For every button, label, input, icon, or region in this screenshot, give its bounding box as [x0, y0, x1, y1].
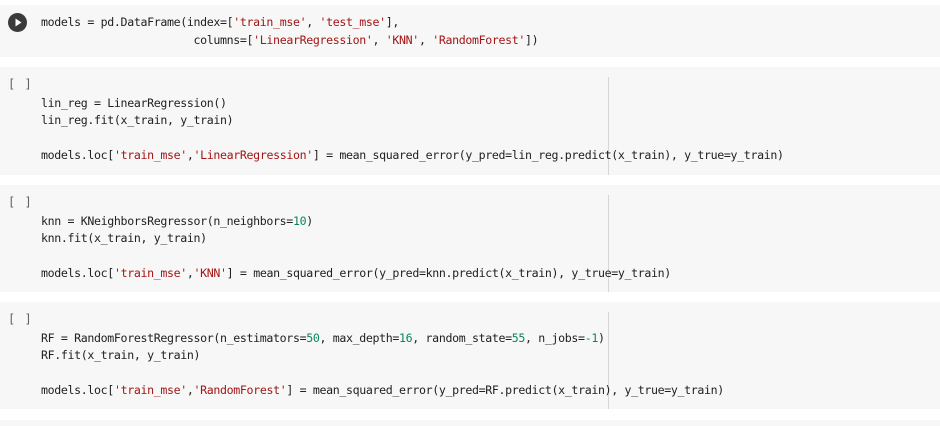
number-literal: 10 [292, 213, 307, 228]
code-line: models.loc['train_mse','LinearRegression… [41, 147, 784, 165]
code-editor[interactable]: knn = KNeighborsRegressor(n_neighbors=10… [41, 195, 671, 283]
number-literal: 55 [511, 330, 526, 345]
code-line: RF.fit(x_train, y_train) [41, 347, 724, 365]
string-literal: 'train_mse' [113, 383, 187, 397]
code-line: columns=['LinearRegression', 'KNN', 'Ran… [41, 32, 538, 50]
code-editor[interactable]: models = pd.DataFrame(index=['train_mse'… [41, 14, 539, 50]
code-token: ) [306, 213, 313, 228]
string-literal: 'test_mse' [319, 15, 386, 29]
code-cell-5-partial[interactable] [0, 420, 940, 426]
code-token: , [186, 266, 194, 280]
string-literal: 'RandomForest' [193, 383, 287, 397]
code-line: models = pd.DataFrame(index=['train_mse'… [41, 14, 538, 32]
code-editor[interactable]: RF = RandomForestRegressor(n_estimators=… [41, 312, 724, 400]
code-token: ) [597, 330, 605, 345]
code-cell-3[interactable]: [ ] knn = KNeighborsRegressor(n_neighbor… [0, 185, 940, 292]
number-literal: -1 [584, 330, 599, 345]
code-token: , [186, 383, 194, 397]
code-token: models.loc[ [41, 148, 114, 162]
string-literal: 'train_mse' [113, 148, 187, 162]
code-token: ] = mean_squared_error(y_pred=knn.predic… [226, 266, 672, 280]
code-line [41, 77, 784, 95]
string-literal: 'train_mse' [113, 266, 187, 280]
code-line: lin_reg = LinearRegression() [41, 95, 784, 113]
code-cell-1[interactable]: models = pd.DataFrame(index=['train_mse'… [0, 5, 940, 57]
code-line [41, 248, 671, 266]
code-line: knn = KNeighborsRegressor(n_neighbors=10… [41, 213, 671, 231]
number-literal: 50 [306, 330, 320, 345]
string-literal: 'RandomForest' [432, 32, 526, 47]
code-line [41, 312, 724, 330]
code-token: , random_state= [412, 330, 512, 345]
code-line: models.loc['train_mse','RandomForest'] =… [41, 382, 724, 400]
string-literal: 'KNN' [385, 32, 420, 47]
code-token: knn.fit(x_train, y_train) [41, 231, 207, 245]
code-token: ] = mean_squared_error(y_pred=lin_reg.pr… [312, 148, 784, 162]
code-token: ], [385, 15, 400, 29]
run-cell-button[interactable] [8, 13, 27, 32]
line-length-ruler [608, 195, 609, 292]
code-token: lin_reg = LinearRegression() [41, 95, 227, 110]
string-literal: 'train_mse' [233, 15, 307, 29]
code-line [41, 130, 784, 148]
code-token: columns=[ [41, 32, 254, 47]
code-token: RF.fit(x_train, y_train) [41, 348, 201, 362]
code-token: , max_depth= [319, 330, 400, 345]
execution-count[interactable]: [ ] [8, 312, 33, 326]
code-editor[interactable]: lin_reg = LinearRegression() lin_reg.fit(… [41, 77, 784, 165]
code-line: RF = RandomForestRegressor(n_estimators=… [41, 330, 724, 348]
string-literal: 'LinearRegression' [193, 148, 314, 162]
code-line [41, 365, 724, 383]
string-literal: 'KNN' [193, 266, 228, 280]
code-token: , [306, 15, 320, 29]
code-line: knn.fit(x_train, y_train) [41, 230, 671, 248]
code-token: , [186, 148, 194, 162]
code-line [41, 195, 671, 213]
code-token: , n_jobs= [525, 330, 585, 345]
code-token: knn = KNeighborsRegressor(n_neighbors= [41, 213, 293, 228]
code-token: , [372, 32, 386, 47]
code-token: , [418, 32, 433, 47]
code-token: ] = mean_squared_error(y_pred=RF.predict… [286, 383, 724, 397]
code-cell-4[interactable]: [ ] RF = RandomForestRegressor(n_estimat… [0, 302, 940, 409]
code-token: models.loc[ [41, 266, 114, 280]
code-token: ]) [525, 32, 539, 47]
code-line: models.loc['train_mse','KNN'] = mean_squ… [41, 265, 671, 283]
execution-count[interactable]: [ ] [8, 77, 33, 91]
execution-count[interactable]: [ ] [8, 195, 33, 209]
code-token: models = pd.DataFrame(index=[ [41, 15, 234, 29]
code-line: lin_reg.fit(x_train, y_train) [41, 112, 784, 130]
line-length-ruler [608, 77, 609, 175]
play-icon [15, 18, 22, 27]
number-literal: 16 [399, 330, 413, 345]
code-cell-2[interactable]: [ ] lin_reg = LinearRegression() lin_reg.… [0, 67, 940, 175]
string-literal: 'LinearRegression' [253, 32, 373, 47]
code-token: RF = RandomForestRegressor(n_estimators= [41, 330, 307, 345]
code-token: models.loc[ [41, 383, 114, 397]
code-token: lin_reg.fit(x_train, y_train) [41, 113, 234, 127]
line-length-ruler [608, 312, 609, 409]
